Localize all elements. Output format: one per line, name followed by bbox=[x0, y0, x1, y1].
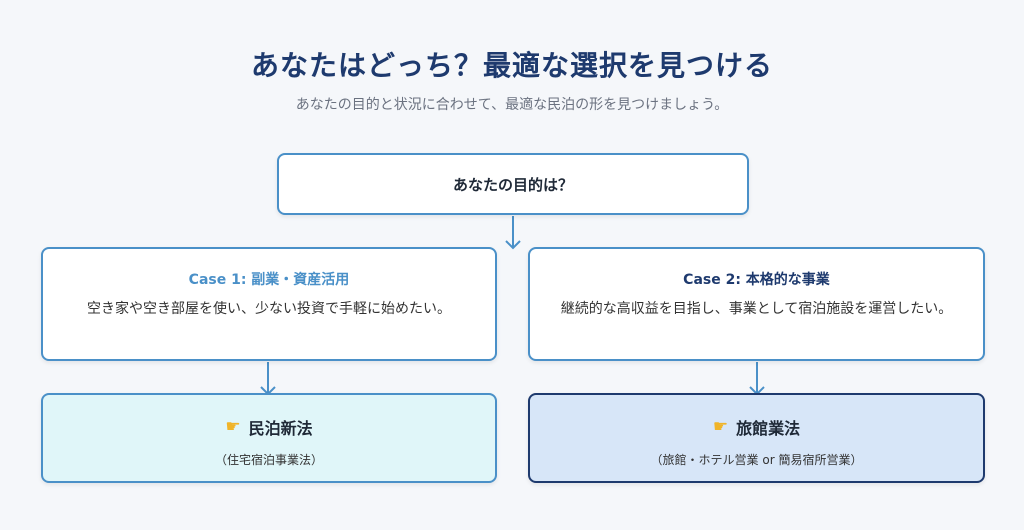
case2-title: Case 2: 本格的な事業 bbox=[683, 272, 830, 288]
case1-box: Case 1: 副業・資産活用 空き家や空き部屋を使い、少ない投資で手軽に始めた… bbox=[41, 247, 497, 361]
result1-subtitle: （住宅宿泊事業法） bbox=[214, 453, 323, 467]
case1-title: Case 1: 副業・資産活用 bbox=[188, 272, 350, 288]
page-subtitle: あなたの目的と状況に合わせて、最適な民泊の形を見つけましょう。 bbox=[295, 97, 729, 113]
question-text: あなたの目的は？ bbox=[452, 175, 573, 194]
result1-title: 民泊新法 bbox=[248, 419, 313, 438]
result2-title: 旅館業法 bbox=[736, 419, 801, 438]
case2-box: Case 2: 本格的な事業 継続的な高収益を目指し、事業として宿泊施設を運営し… bbox=[528, 247, 985, 361]
result2-subtitle: （旅館・ホテル営業 or 簡易宿所営業） bbox=[650, 453, 863, 467]
pointing-hand-icon: ☛ bbox=[712, 417, 729, 437]
result1-box: ☛ 民泊新法 （住宅宿泊事業法） bbox=[41, 393, 497, 483]
result2-box: ☛ 旅館業法 （旅館・ホテル営業 or 簡易宿所営業） bbox=[528, 393, 985, 483]
question-box: あなたの目的は？ bbox=[277, 153, 749, 215]
page-title: あなたはどっち？最適な選択を見つける bbox=[250, 49, 773, 82]
case2-description: 継続的な高収益を目指し、事業として宿泊施設を運営したい。 bbox=[560, 301, 953, 317]
case1-description: 空き家や空き部屋を使い、少ない投資で手軽に始めたい。 bbox=[87, 301, 451, 317]
pointing-hand-icon: ☛ bbox=[225, 417, 241, 437]
